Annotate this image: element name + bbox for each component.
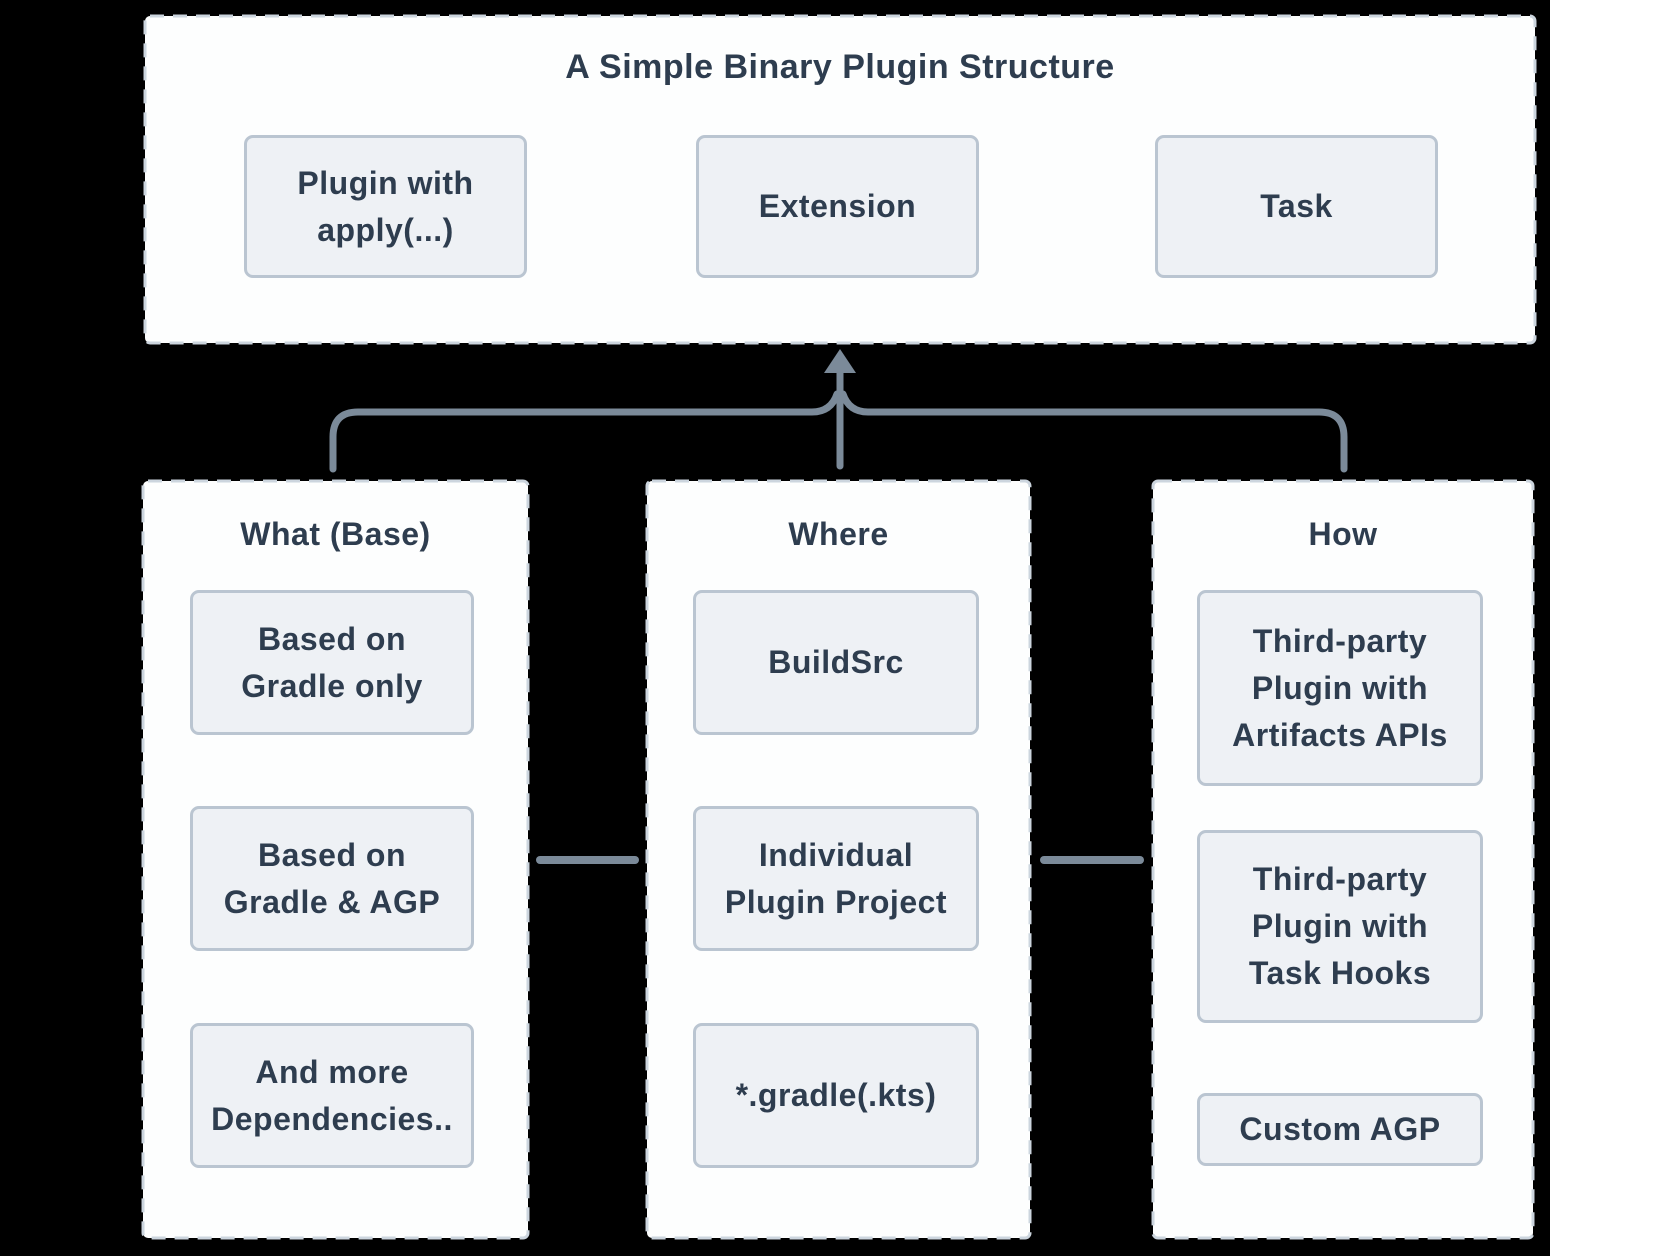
node-third-party-plugin-task-hooks: Third-party Plugin with Task Hooks <box>1197 830 1483 1023</box>
node-task: Task <box>1155 135 1438 278</box>
node-buildsrc: BuildSrc <box>693 590 979 735</box>
node-label: Based on Gradle & AGP <box>223 836 441 920</box>
node-label: Extension <box>758 188 917 224</box>
node-individual-plugin-project: Individual Plugin Project <box>693 806 979 951</box>
node-based-on-gradle-and-agp: Based on Gradle & AGP <box>190 806 474 951</box>
node-and-more-dependencies: And more Dependencies.. <box>190 1023 474 1168</box>
node-label: Third-party Plugin with Artifacts APIs <box>1232 622 1448 753</box>
merge-arrow-connector <box>329 349 1348 473</box>
diagram-title: A Simple Binary Plugin Structure <box>565 47 1115 86</box>
bracket-left-branch <box>329 390 841 473</box>
node-third-party-plugin-artifacts-apis: Third-party Plugin with Artifacts APIs <box>1197 590 1483 786</box>
node-label: *.gradle(.kts) <box>735 1077 937 1113</box>
bracket-right-branch <box>839 390 1348 473</box>
node-label: BuildSrc <box>768 644 904 680</box>
node-plugin-with-apply: Plugin with apply(...) <box>244 135 527 278</box>
node-label: And more Dependencies.. <box>211 1053 453 1137</box>
node-extension: Extension <box>696 135 979 278</box>
column-heading-what: What (Base) <box>240 515 431 552</box>
column-heading-how: How <box>1308 515 1378 552</box>
right-page-margin <box>1550 0 1678 1256</box>
node-label: Individual Plugin Project <box>724 836 948 920</box>
column-heading-where: Where <box>788 515 889 552</box>
node-label: Third-party Plugin with Task Hooks <box>1248 861 1432 991</box>
arrowhead-up-icon <box>824 349 856 373</box>
node-custom-agp: Custom AGP <box>1197 1093 1483 1166</box>
node-gradle-kts-file: *.gradle(.kts) <box>693 1023 979 1168</box>
node-label: Plugin with apply(...) <box>297 164 474 248</box>
node-label: Custom AGP <box>1239 1111 1441 1147</box>
node-label: Based on Gradle only <box>241 620 423 704</box>
node-label: Task <box>1260 188 1333 224</box>
node-based-on-gradle-only: Based on Gradle only <box>190 590 474 735</box>
